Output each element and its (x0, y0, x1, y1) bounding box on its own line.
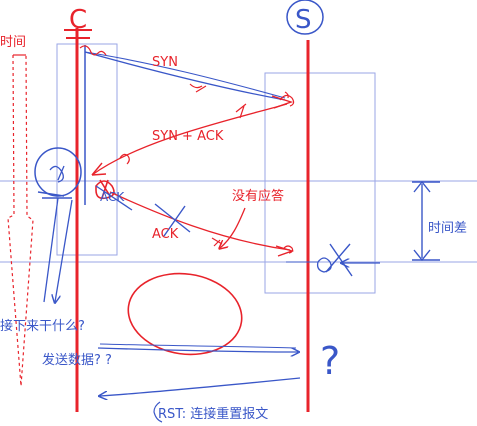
ack-arrow (95, 185, 295, 257)
what-next-label: 接下来干什么? (0, 318, 85, 334)
rst-arrow (100, 377, 301, 423)
lost-cross (154, 203, 191, 237)
labels: C S 时间 SYN SYN + ACK ACK 没有应答 ACK 时间差 接下… (0, 5, 467, 422)
client-timeline (64, 28, 92, 412)
server-retransmit (286, 243, 380, 277)
ack-label: ACK (152, 227, 179, 242)
time-arrow (7, 54, 34, 387)
time-difference-label: 时间差 (428, 221, 467, 236)
client-timeout-box (56, 43, 118, 256)
no-response-label: 没有应答 (232, 188, 284, 204)
rst-label: RST: 连接重置报文 (158, 406, 268, 422)
syn-label: SYN (152, 55, 178, 70)
time-label: 时间 (0, 35, 26, 50)
client-label: C (69, 5, 87, 35)
syn-ack-arrow (91, 103, 288, 176)
server-timeout-box (264, 72, 376, 294)
guide-lines (0, 43, 477, 294)
send-data-arrow (97, 343, 298, 352)
server-circle (286, 0, 324, 35)
ack-scribble-label: ACK (100, 190, 125, 204)
client-circle (34, 147, 82, 197)
send-data-label: 发送数据? ? (42, 352, 112, 368)
question-mark: ? (320, 339, 340, 383)
syn-ack-label: SYN + ACK (152, 129, 224, 144)
unknown-state-oval (127, 272, 243, 356)
server-label: S (295, 5, 312, 35)
client-receive (34, 147, 115, 302)
server-cross (325, 243, 353, 277)
time-difference-bracket (412, 180, 440, 262)
syn-arrow (79, 45, 295, 109)
server-timeline (286, 0, 324, 412)
